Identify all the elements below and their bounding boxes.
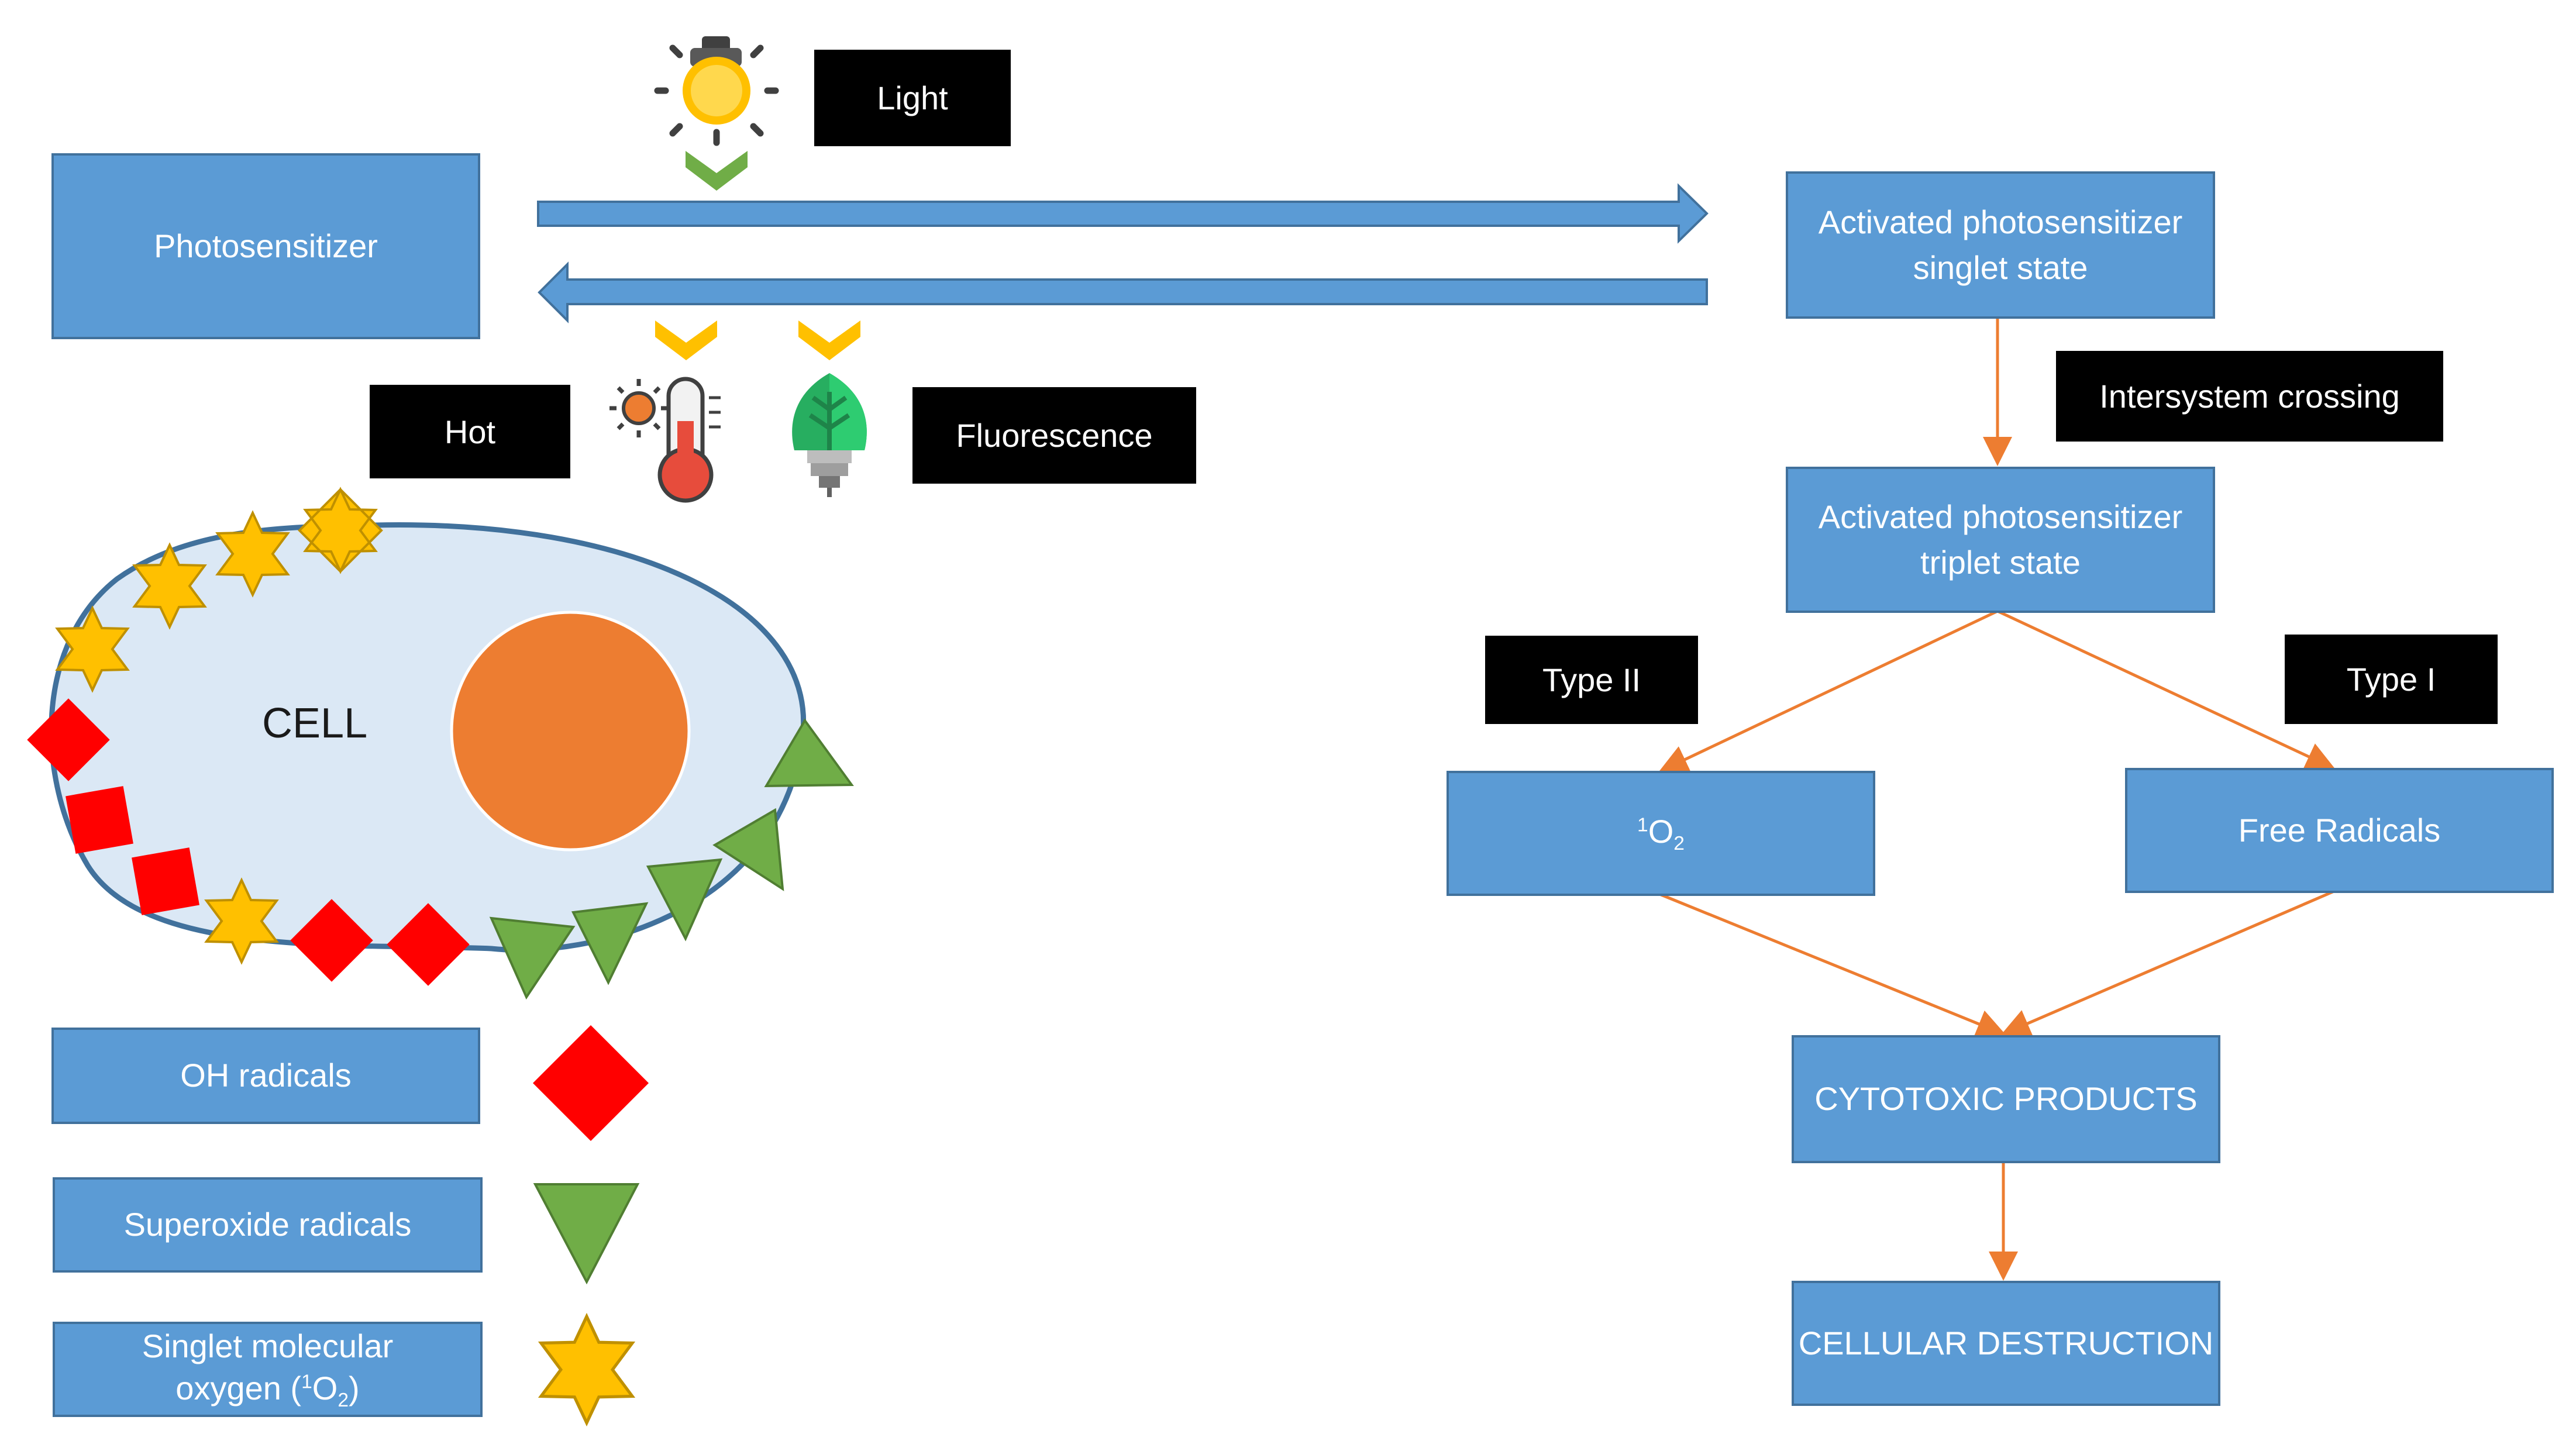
light-bulb-icon bbox=[654, 36, 779, 146]
singlet-oxygen-box: 1O2 bbox=[1447, 771, 1875, 896]
o2-to-cytotoxic-arrow bbox=[1658, 892, 2006, 1038]
excitation-arrow bbox=[537, 183, 1709, 244]
superoxide-triangle bbox=[646, 858, 723, 942]
legend-singlet-oxygen: Singlet molecular oxygen (1O2) bbox=[53, 1322, 483, 1417]
free-radicals-label: Free Radicals bbox=[2238, 811, 2441, 849]
type-ii-tag: Type II bbox=[1485, 636, 1698, 724]
light-tag: Light bbox=[814, 50, 1011, 146]
cytotoxic-label: CYTOTOXIC PRODUCTS bbox=[1814, 1080, 2198, 1118]
free-radicals-box: Free Radicals bbox=[2125, 768, 2554, 893]
legend-diamond-icon bbox=[533, 1025, 649, 1141]
destruction-label: CELLULAR DESTRUCTION bbox=[1798, 1324, 2214, 1361]
type1-arrow bbox=[1996, 609, 2336, 770]
cell-label: CELL bbox=[262, 700, 368, 747]
cellular-destruction-box: CELLULAR DESTRUCTION bbox=[1792, 1281, 2220, 1406]
singlet-oxygen-star bbox=[55, 605, 130, 693]
triplet-line-1: Activated photosensitizer bbox=[1818, 498, 2183, 535]
legend-triangle-icon bbox=[533, 1183, 640, 1285]
legend-oh-label: OH radicals bbox=[180, 1057, 352, 1094]
triplet-state-box: Activated photosensitizer triplet state bbox=[1786, 467, 2215, 613]
singlet-oxygen-star bbox=[215, 510, 290, 598]
type2-arrow bbox=[1658, 609, 1999, 773]
singlet-oxygen-formula: 1O2 bbox=[1637, 813, 1685, 855]
thermometer-icon bbox=[609, 377, 721, 503]
legend-singlet-line-1: Singlet molecular bbox=[142, 1327, 394, 1364]
legend-singlet-line-2: oxygen (1O2) bbox=[175, 1370, 360, 1412]
type-i-tag: Type I bbox=[2285, 635, 2498, 724]
hot-tag: Hot bbox=[370, 385, 570, 478]
legend-oh-radicals: OH radicals bbox=[51, 1028, 480, 1124]
legend-superoxide-label: Superoxide radicals bbox=[123, 1206, 412, 1243]
singlet-oxygen-star bbox=[204, 877, 279, 965]
radicals-to-cytotoxic-arrow bbox=[2000, 888, 2337, 1037]
legend-star-icon bbox=[538, 1312, 636, 1427]
leaf-bulb-icon bbox=[792, 373, 867, 497]
oh-radical-diamond bbox=[290, 899, 373, 982]
intersystem-crossing-tag: Intersystem crossing bbox=[2056, 351, 2443, 442]
singlet-line-1: Activated photosensitizer bbox=[1818, 203, 2183, 240]
legend-superoxide-radicals: Superoxide radicals bbox=[53, 1177, 483, 1273]
chevron-down-icon bbox=[655, 320, 717, 360]
chevron-down-icon bbox=[686, 151, 748, 191]
singlet-state-box: Activated photosensitizer singlet state bbox=[1786, 171, 2215, 319]
cytotoxic-products-box: CYTOTOXIC PRODUCTS bbox=[1792, 1035, 2220, 1163]
superoxide-triangle bbox=[764, 718, 854, 788]
photosensitizer-label: Photosensitizer bbox=[154, 227, 378, 264]
fluorescence-tag: Fluorescence bbox=[912, 387, 1196, 484]
oh-radical-diamond bbox=[66, 786, 133, 854]
oh-radical-diamond bbox=[387, 903, 470, 986]
oh-radical-diamond bbox=[132, 847, 199, 915]
singlet-oxygen-star bbox=[132, 542, 207, 630]
relaxation-arrow bbox=[538, 261, 1708, 323]
chevron-down-icon bbox=[798, 320, 860, 360]
superoxide-triangle bbox=[712, 808, 784, 891]
singlet-oxygen-star bbox=[298, 487, 383, 574]
singlet-line-2: singlet state bbox=[1913, 249, 2088, 286]
photosensitizer-box: Photosensitizer bbox=[51, 153, 480, 339]
superoxide-triangle bbox=[571, 902, 649, 985]
triplet-line-2: triplet state bbox=[1920, 544, 2081, 581]
nucleus bbox=[450, 611, 691, 852]
superoxide-triangle bbox=[489, 916, 576, 1000]
